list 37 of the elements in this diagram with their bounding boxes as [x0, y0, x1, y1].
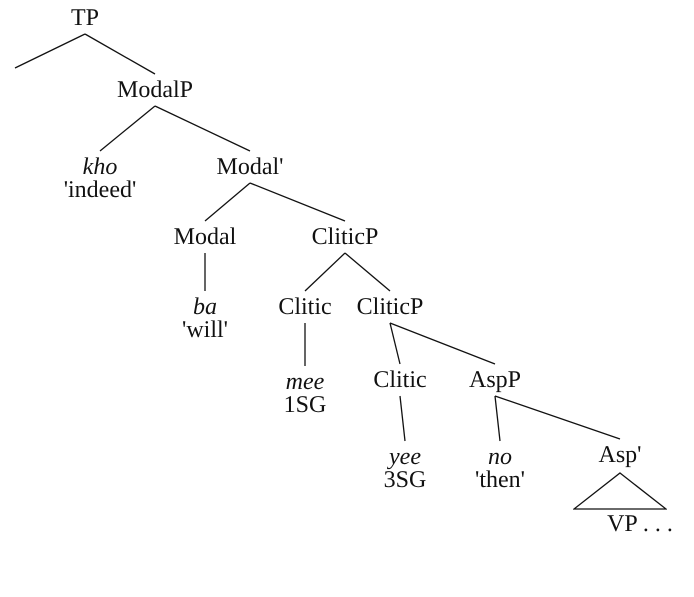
tree-branch	[304, 323, 306, 366]
category-label: Clitic	[278, 295, 332, 319]
category-label: Modal'	[216, 155, 284, 179]
category-label: CliticP	[356, 295, 424, 319]
category-label: CliticP	[312, 225, 378, 249]
tree-branch	[390, 322, 496, 365]
category-label: AspP	[468, 368, 522, 392]
category-label: ModalP	[117, 78, 193, 102]
tree-branch	[84, 33, 156, 75]
tree-branch	[389, 322, 401, 364]
tree-branch	[204, 182, 250, 222]
category-label: VP . . .	[607, 512, 673, 536]
word-label: yee	[386, 445, 422, 469]
category-label: Clitic	[373, 368, 427, 392]
tree-branch	[154, 105, 250, 152]
tree-branch	[494, 395, 620, 440]
category-label: Asp'	[598, 443, 642, 467]
gloss-label: 'indeed'	[64, 178, 136, 202]
category-label: Modal	[174, 225, 236, 249]
tree-branch	[14, 33, 86, 69]
gloss-label: 'will'	[182, 318, 228, 342]
tree-branch	[304, 252, 346, 292]
word-label: kho	[82, 155, 118, 179]
tree-branch	[344, 252, 390, 292]
word-label: mee	[284, 370, 326, 394]
category-label: TP	[71, 6, 99, 30]
tree-branch	[204, 253, 206, 291]
gloss-label: 1SG	[284, 393, 326, 417]
tree-branch	[100, 106, 156, 152]
triangle-shape	[573, 472, 667, 510]
tree-branch	[250, 182, 346, 222]
tree-branch	[494, 396, 501, 442]
word-label: ba	[192, 295, 218, 319]
word-label: no	[487, 445, 513, 469]
tree-branch	[399, 396, 406, 442]
gloss-label: 'then'	[475, 468, 525, 492]
gloss-label: 3SG	[384, 468, 426, 492]
